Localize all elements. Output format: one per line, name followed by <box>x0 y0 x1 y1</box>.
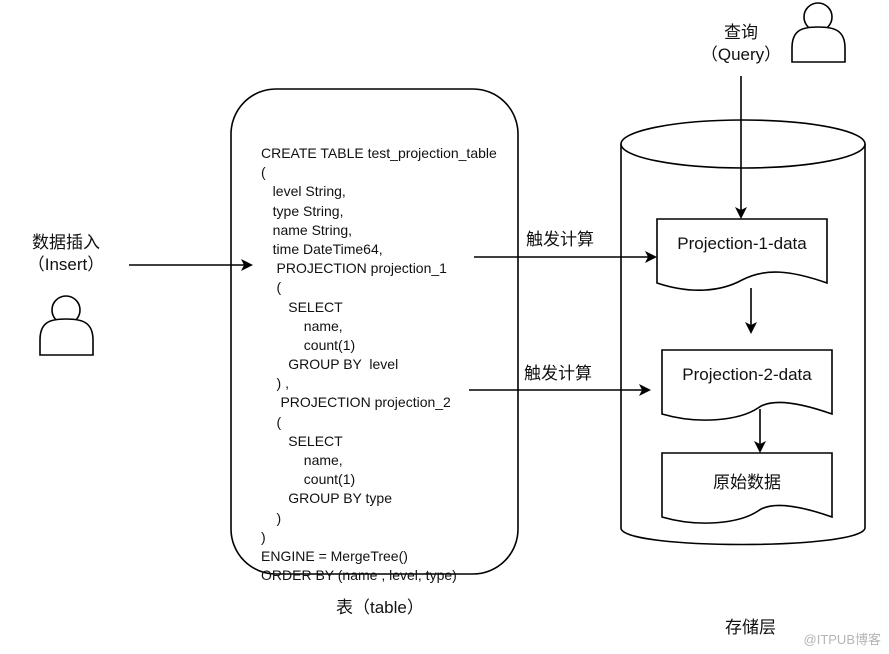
code-line: name, <box>261 452 343 468</box>
insert-actor-label: 数据插入 （Insert） <box>16 232 116 276</box>
code-line: PROJECTION projection_2 <box>261 394 451 411</box>
code-line: CREATE TABLE test_projection_table <box>261 145 497 161</box>
doc-shape-projection-2 <box>661 349 833 421</box>
code-line: type String, <box>261 202 344 219</box>
code-line: level String, <box>261 183 346 200</box>
code-line: name String, <box>261 221 353 238</box>
code-line: ENGINE = MergeTree() <box>261 547 408 564</box>
insert-title: 数据插入 <box>32 233 100 252</box>
code-line: GROUP BY level <box>261 356 399 373</box>
code-line: ( <box>261 279 282 296</box>
doc-label-raw-data: 原始数据 <box>713 473 781 492</box>
doc-shape-projection-1 <box>656 218 828 291</box>
user-icon-insert <box>39 295 94 356</box>
code-line: ) <box>261 528 266 545</box>
code-line: count(1) <box>261 471 356 488</box>
query-actor-label: 查询 （Query） <box>691 22 791 66</box>
query-title: 查询 <box>724 23 758 42</box>
code-line: ) <box>261 509 282 526</box>
trigger-label-2: 触发计算 <box>524 364 592 383</box>
storage-caption: 存储层 <box>725 618 776 637</box>
table-caption: 表（table） <box>336 598 424 617</box>
code-line: ) , <box>261 375 289 392</box>
table-box <box>230 88 519 575</box>
code-line: time DateTime64, <box>261 240 383 257</box>
doc-shape-raw-data <box>661 452 833 524</box>
trigger-label-1: 触发计算 <box>526 230 594 249</box>
code-line: name, <box>261 317 343 334</box>
code-line: SELECT <box>261 298 343 315</box>
doc-label-projection-2: Projection-2-data <box>682 365 812 384</box>
insert-subtitle: （Insert） <box>27 255 105 274</box>
query-subtitle: （Query） <box>700 45 782 64</box>
code-line: ( <box>261 413 282 430</box>
code-line: count(1) <box>261 336 356 353</box>
watermark: @ITPUB博客 <box>803 632 881 647</box>
code-line: ORDER BY (name , level, type) <box>261 567 457 584</box>
code-line: ( <box>261 164 266 181</box>
create-table-sql: CREATE TABLE test_projection_table ( leve… <box>261 144 497 585</box>
code-line: SELECT <box>261 432 343 449</box>
user-icon-query <box>791 2 846 63</box>
code-line: GROUP BY type <box>261 490 392 507</box>
code-line: PROJECTION projection_1 <box>261 260 447 277</box>
doc-label-projection-1: Projection-1-data <box>677 234 807 253</box>
